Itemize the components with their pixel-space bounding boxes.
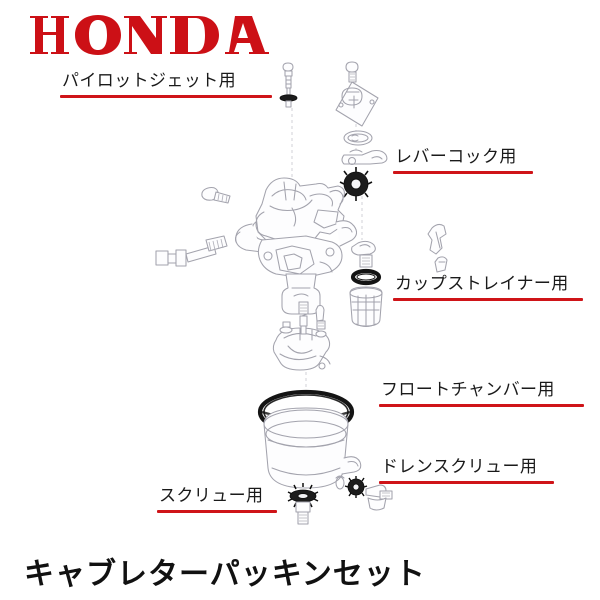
callout-screw: スクリュー用: [157, 486, 277, 513]
callout-underline-pilot-jet: [60, 94, 272, 98]
callout-label-pilot-jet: パイロットジェット用: [62, 71, 236, 91]
product-title: キャブレターパッキンセット: [24, 557, 426, 592]
pilot-jet-gasket: [279, 94, 298, 102]
callout-pilot-jet: パイロットジェット用: [60, 71, 272, 98]
float-chamber-bowl: [263, 407, 362, 489]
cup-strainer-assembly: [349, 240, 383, 328]
callout-drain-screw: ドレンスクリュー用: [379, 457, 554, 484]
float-chamber-gasket: [257, 389, 355, 435]
honda-wordmark-glyphs: [30, 15, 269, 55]
callout-cup-strainer: カップストレイナー用: [393, 274, 583, 301]
honda-logo: [28, 14, 278, 60]
assembly-guide-lines: [291, 100, 363, 524]
float-assembly: [272, 327, 331, 371]
left-side-parts: [155, 186, 231, 267]
drain-screw-gasket: [344, 476, 368, 498]
callout-underline-drain-screw: [379, 480, 554, 484]
lever-cock-assembly: [335, 61, 388, 201]
cup-strainer-oring: [350, 268, 382, 286]
bottom-screw-part: [287, 483, 319, 525]
callout-label-drain-screw: ドレンスクリュー用: [381, 457, 538, 477]
callout-underline-lever-cock: [393, 170, 533, 174]
clip-bracket-part: [427, 223, 448, 273]
callout-underline-screw: [157, 509, 277, 513]
callout-float-chamber: フロートチャンバー用: [379, 380, 584, 407]
callout-label-cup-strainer: カップストレイナー用: [395, 274, 569, 294]
small-top-float-part: [279, 313, 308, 334]
callout-label-lever-cock: レバーコック用: [395, 147, 517, 167]
callout-label-float-chamber: フロートチャンバー用: [381, 380, 555, 400]
callout-underline-float-chamber: [379, 403, 584, 407]
center-jet-parts: [298, 301, 327, 338]
lever-cock-gasket: [339, 167, 373, 201]
pilot-jet-part: [279, 62, 298, 108]
callout-lever-cock: レバーコック用: [393, 147, 533, 174]
callout-underline-cup-strainer: [393, 297, 583, 301]
carburetor-main-body: [234, 177, 358, 315]
callout-label-screw: スクリュー用: [159, 486, 264, 506]
screw-gasket: [287, 483, 319, 509]
lever-cock-oval-gasket: [343, 130, 373, 146]
